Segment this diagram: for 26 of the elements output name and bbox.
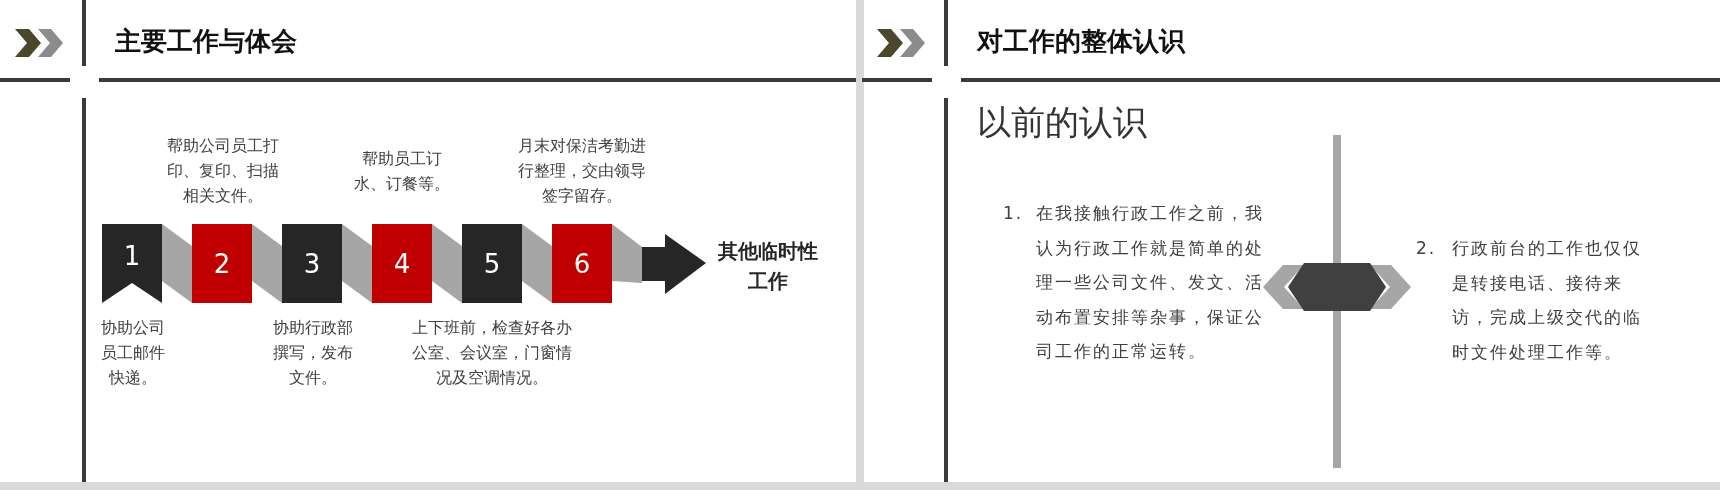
list-number: 1. (1003, 202, 1024, 225)
step-description: 协助公司员工邮件快递。 (100, 318, 166, 389)
number-box: 2 (192, 224, 252, 303)
number-box: 6 (552, 224, 612, 303)
number-box: 1 (102, 224, 162, 303)
step-description: 月末对保洁考勤进行整理，交由领导签字留存。 (517, 136, 647, 207)
step-description: 帮助公司员工打印、复印、扫描相关文件。 (166, 136, 280, 207)
step-description: 协助行政部撰写，发布文件。 (272, 318, 354, 389)
step-description: 帮助员工订水、订餐等。 (353, 149, 451, 195)
ribbon-fold (342, 224, 372, 303)
slide-title: 主要工作与体会 (115, 25, 297, 58)
section-heading: 以前的认识 (977, 101, 1147, 144)
ribbon-fold (252, 224, 282, 303)
ribbon-fold (162, 224, 192, 303)
end-label: 其他临时性工作 (712, 236, 824, 296)
ribbon-fold (522, 224, 552, 303)
step-description: 上下班前，检查好各办公室、会议室，门窗情况及空调情况。 (411, 318, 573, 389)
list-number: 2. (1416, 237, 1437, 260)
number-box: 4 (372, 224, 432, 303)
slide-title: 对工作的整体认识 (977, 25, 1185, 58)
number-box: 3 (282, 224, 342, 303)
list-text: 在我接触行政工作之前，我认为行政工作就是简单的处理一些公司文件、发文、活动布置安排等杂事，保证公司工作的正常运转。 (1036, 202, 1265, 363)
ribbon-fold (432, 224, 462, 303)
number-box: 5 (462, 224, 522, 303)
arrow (612, 224, 706, 294)
list-text: 行政前台的工作也仅仅是转接电话、接待来访，完成上级交代的临时文件处理工作等。 (1452, 237, 1643, 364)
